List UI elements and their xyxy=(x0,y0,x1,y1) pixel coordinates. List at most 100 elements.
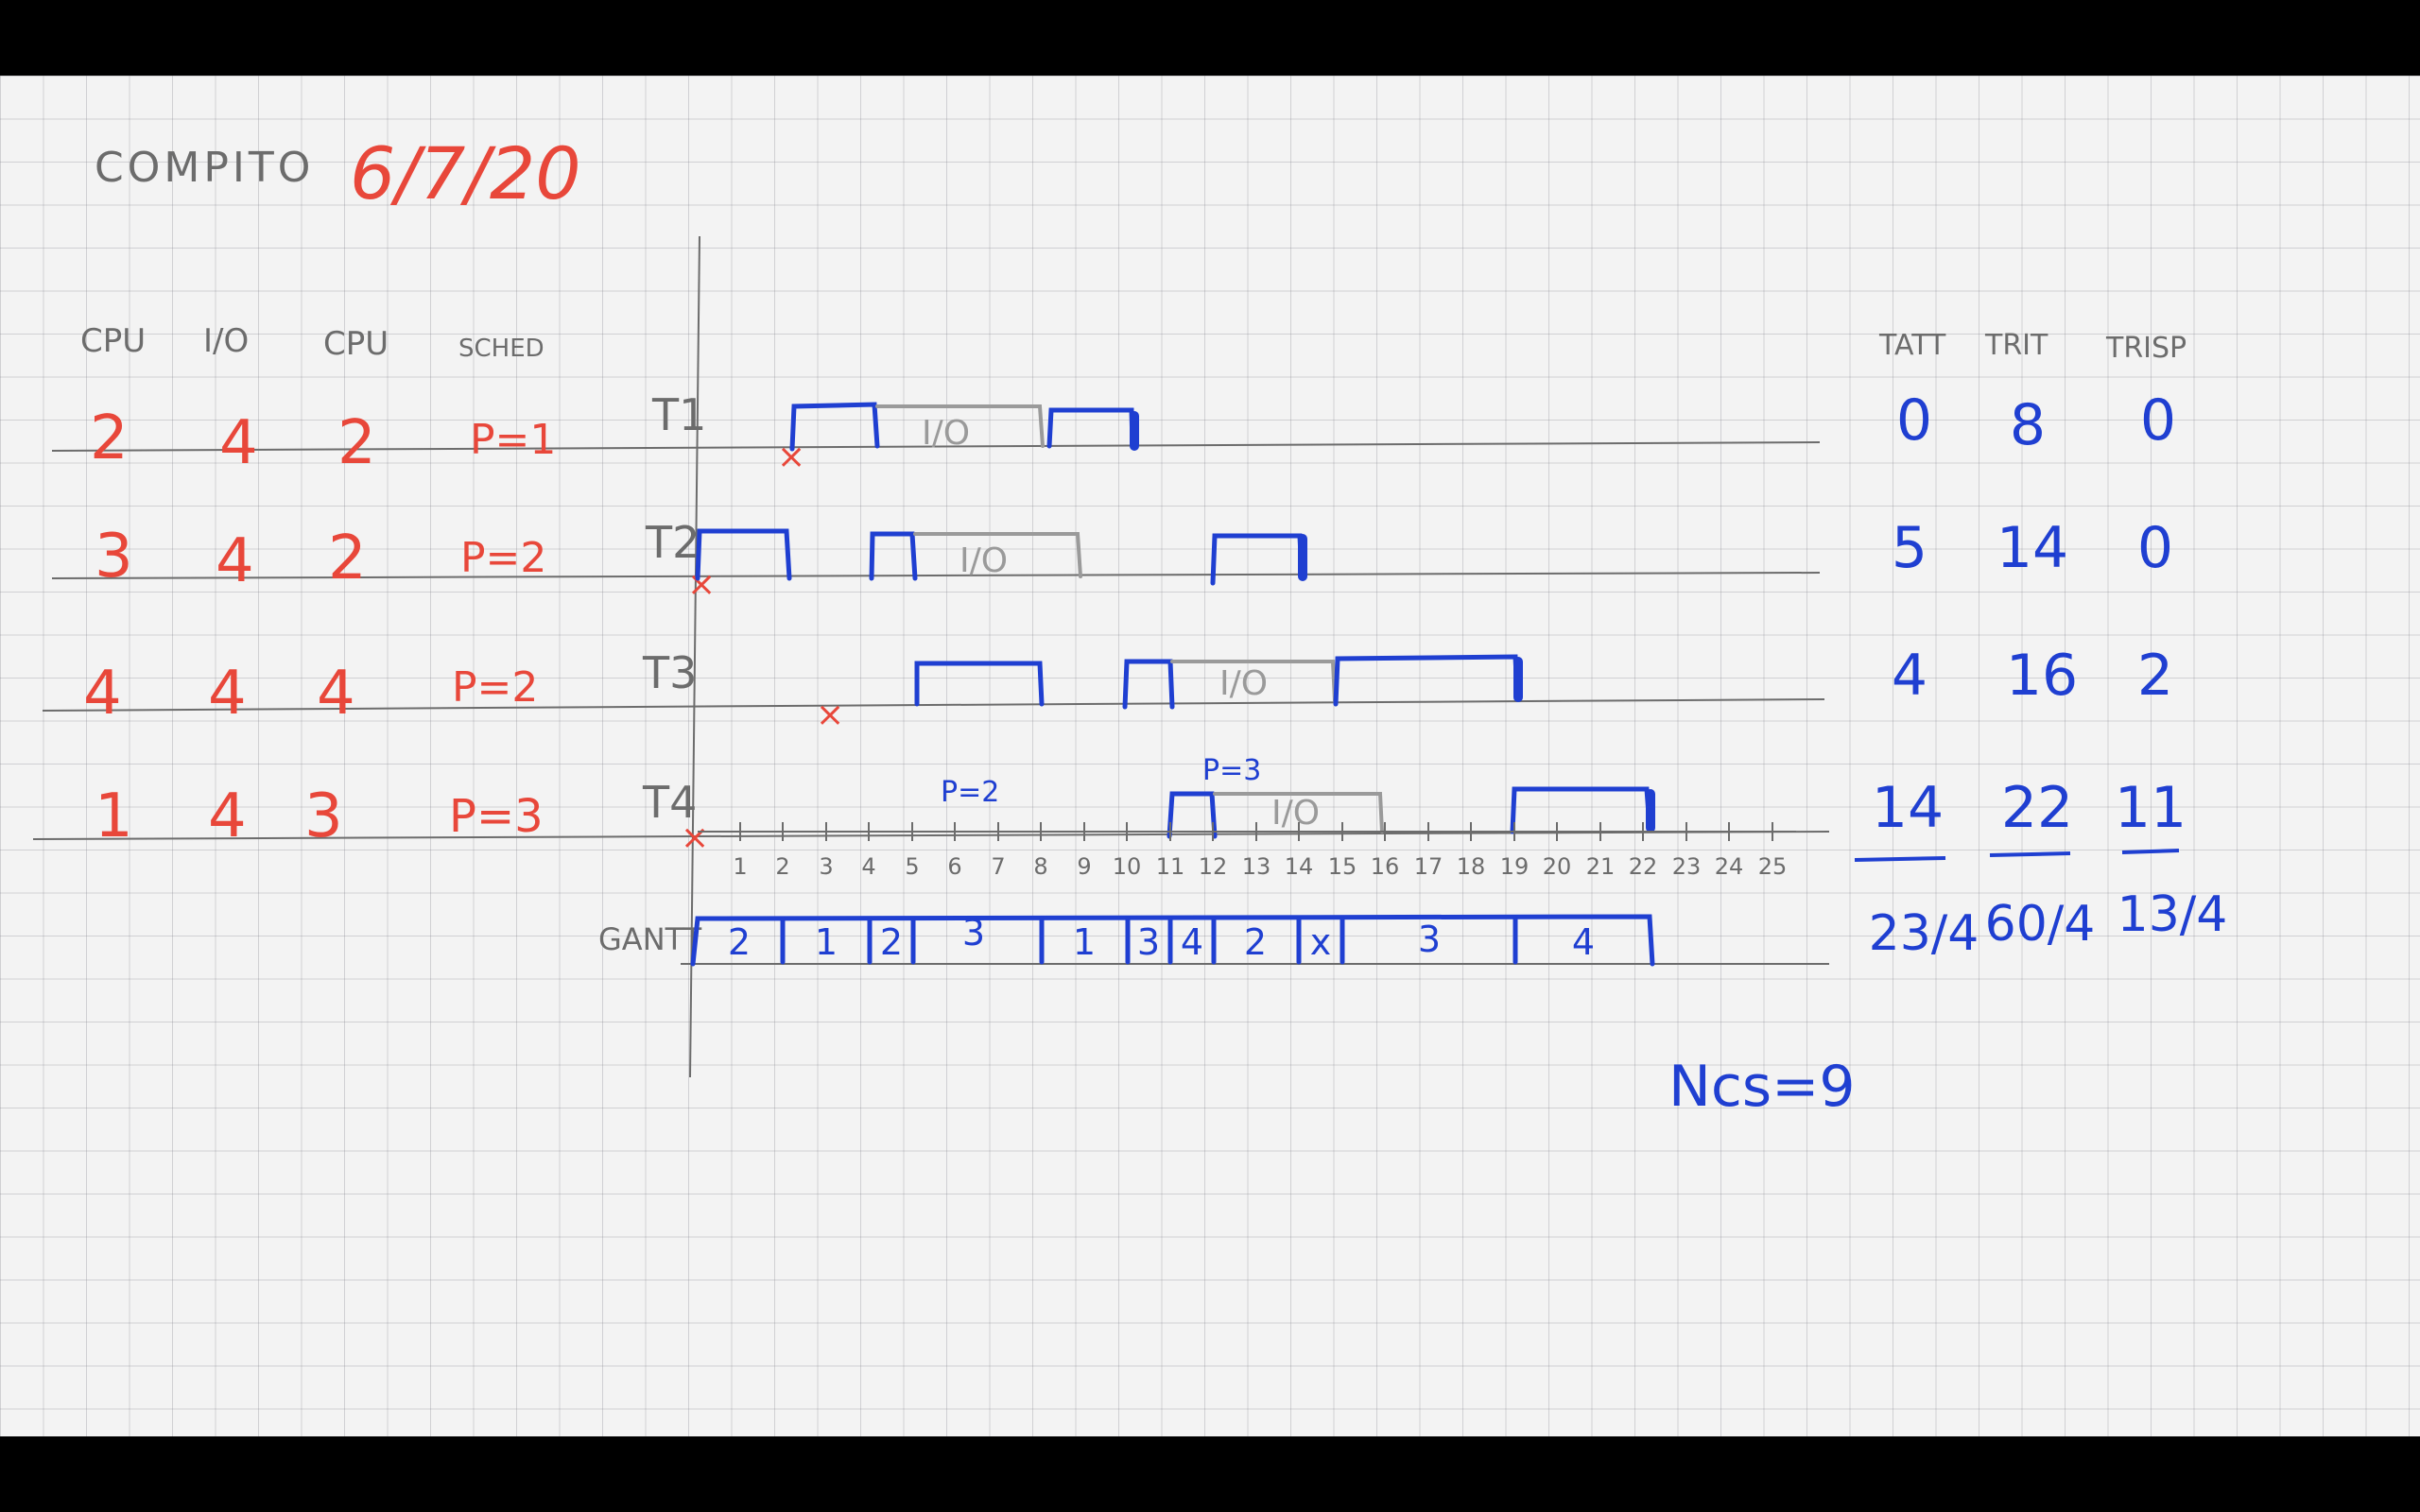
t4-io-label: I/O xyxy=(1271,794,1320,833)
gantt-cell: 1 xyxy=(815,921,838,963)
gantt-cell: 4 xyxy=(1181,921,1203,963)
t1-cpu1: 2 xyxy=(90,404,129,473)
gantt-cell: 2 xyxy=(1244,921,1267,963)
t2-io: 4 xyxy=(216,526,254,596)
t2-arrival-mark: × xyxy=(687,565,716,604)
t3-tatt: 4 xyxy=(1892,643,1927,709)
t1-priority: P=1 xyxy=(470,416,556,464)
tick-label: 7 xyxy=(991,853,1005,880)
tick-label: 15 xyxy=(1328,853,1357,880)
t2-timeline xyxy=(695,528,1307,586)
t4-io: 4 xyxy=(208,782,247,851)
tick-label: 3 xyxy=(819,853,833,880)
gantt-cell: 4 xyxy=(1572,921,1595,963)
process-table: 2 4 2 P=1 3 4 2 P=2 4 4 4 P=2 1 4 3 P=3 xyxy=(83,404,556,851)
tick-label: 22 xyxy=(1629,853,1658,880)
header-trisp: TRISP xyxy=(2105,332,2187,365)
gantt-cell: 3 xyxy=(962,912,985,954)
context-switch-count: Ncs=9 xyxy=(1668,1054,1856,1120)
t2-cpu1: 3 xyxy=(95,522,133,592)
task-labels: T1 T2 T3 T4 xyxy=(642,389,706,828)
gantt-label: GANTT xyxy=(598,921,702,957)
tick-label: 11 xyxy=(1156,853,1185,880)
t3-io: 4 xyxy=(208,659,247,729)
t3-io-label: I/O xyxy=(1219,664,1268,703)
t4-tatt: 14 xyxy=(1872,775,1944,841)
t2-trit: 14 xyxy=(1996,515,2068,581)
t4-trit: 22 xyxy=(2001,775,2073,841)
tick-label: 25 xyxy=(1758,853,1788,880)
title-date: 6/7/20 xyxy=(350,131,581,215)
gantt-bars xyxy=(690,914,1655,967)
task-label-t4: T4 xyxy=(642,777,697,828)
t4-arrival-mark: × xyxy=(681,818,709,857)
results-table: 0 8 0 5 14 0 4 16 2 14 22 11 xyxy=(1872,387,2187,841)
arrival-marks: × × × × xyxy=(681,438,844,857)
sum-lines xyxy=(1854,849,2180,862)
averages: 23/4 60/4 13/4 xyxy=(1869,886,2228,962)
t1-cpu2: 2 xyxy=(337,408,376,478)
t1-tatt: 0 xyxy=(1896,387,1932,454)
task-label-t2: T2 xyxy=(645,517,700,568)
gantt-cell-idle: x xyxy=(1310,921,1332,963)
tick-label: 6 xyxy=(947,853,961,880)
t4-priority: P=3 xyxy=(449,790,544,843)
tick-label: 2 xyxy=(775,853,789,880)
t3-trit: 16 xyxy=(2006,643,2078,709)
t2-io-label: I/O xyxy=(959,541,1008,580)
t1-io-label: I/O xyxy=(922,414,970,453)
grid-paper: COMPITO 6/7/20 CPU I/O CPU SCHED 2 4 2 P… xyxy=(0,76,2420,1436)
gantt-cell: 2 xyxy=(880,921,903,963)
t2-trisp: 0 xyxy=(2137,515,2173,581)
t3-arrival-mark: × xyxy=(816,696,844,734)
col-header-cpu1: CPU xyxy=(80,322,146,360)
header-trit: TRIT xyxy=(1984,329,2048,362)
tick-label: 17 xyxy=(1414,853,1443,880)
gantt-cell: 2 xyxy=(728,921,751,963)
col-header-io: I/O xyxy=(203,322,249,360)
tick-label: 5 xyxy=(905,853,919,880)
t2-priority: P=2 xyxy=(460,534,546,582)
tick-label: 9 xyxy=(1077,853,1091,880)
t4-cpu2: 3 xyxy=(304,782,343,851)
col-header-sched: SCHED xyxy=(458,335,544,363)
t3-trisp: 2 xyxy=(2137,643,2173,709)
gantt-cell: 1 xyxy=(1073,921,1096,963)
tick-label: 19 xyxy=(1500,853,1530,880)
title-label: COMPITO xyxy=(95,144,314,192)
gantt-cell: 3 xyxy=(1418,919,1441,960)
t4-timeline xyxy=(1167,786,1655,839)
tick-label: 4 xyxy=(861,853,875,880)
task-label-t1: T1 xyxy=(651,389,706,440)
tick-label: 21 xyxy=(1586,853,1616,880)
row-lines xyxy=(32,235,1830,1078)
t1-trit: 8 xyxy=(2010,392,2046,458)
t4-trisp: 11 xyxy=(2115,775,2187,841)
task-label-t3: T3 xyxy=(642,647,697,698)
tick-label: 18 xyxy=(1457,853,1486,880)
t1-io: 4 xyxy=(219,408,258,478)
time-axis xyxy=(698,822,1796,841)
t2-cpu2: 2 xyxy=(328,524,367,593)
tick-label: 8 xyxy=(1033,853,1047,880)
notes-drawing: COMPITO 6/7/20 CPU I/O CPU SCHED 2 4 2 P… xyxy=(32,131,2228,1120)
tick-label: 10 xyxy=(1113,853,1142,880)
t2-tatt: 5 xyxy=(1892,515,1927,581)
t3-cpu1: 4 xyxy=(83,659,122,729)
gantt-cells: 2 1 2 3 1 3 4 2 x 3 4 xyxy=(728,912,1595,963)
tick-label: 13 xyxy=(1242,853,1271,880)
axis-tick-labels: 1 2 3 4 5 6 7 8 9 10 11 12 13 14 15 16 1… xyxy=(733,853,1787,880)
tick-label: 1 xyxy=(733,853,747,880)
tick-label: 24 xyxy=(1715,853,1744,880)
tick-label: 12 xyxy=(1199,853,1228,880)
t3-cpu2: 4 xyxy=(317,659,355,729)
tick-label: 20 xyxy=(1543,853,1572,880)
t3-priority: P=2 xyxy=(452,663,538,712)
tick-label: 14 xyxy=(1285,853,1314,880)
t4-priority-annotation-p3: P=3 xyxy=(1202,754,1261,787)
t4-priority-annotation-p2: P=2 xyxy=(941,776,999,809)
header-tatt: TATT xyxy=(1878,329,1946,362)
avg-tatt: 23/4 xyxy=(1869,905,1979,962)
avg-trisp: 13/4 xyxy=(2118,886,2228,943)
gantt-cell: 3 xyxy=(1137,921,1160,963)
